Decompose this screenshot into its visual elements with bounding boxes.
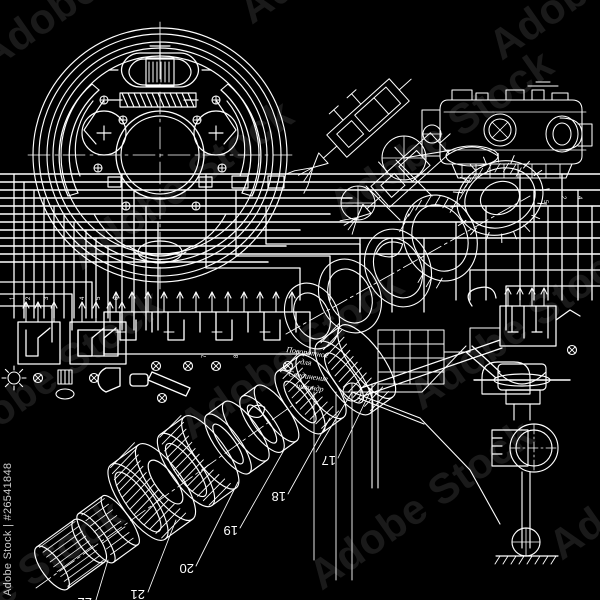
wiring-schematic-risers xyxy=(0,173,600,343)
master-cylinder-pedal xyxy=(313,345,571,581)
right-small-labels: 5 2 4 xyxy=(542,196,582,204)
svg-text:5: 5 xyxy=(542,200,548,204)
exploded-linkage xyxy=(286,78,453,235)
svg-text:1: 1 xyxy=(10,296,16,300)
svg-text:21: 21 xyxy=(131,587,145,600)
svg-text:для: для xyxy=(300,357,313,368)
svg-text:8: 8 xyxy=(234,354,240,358)
svg-text:2: 2 xyxy=(26,296,32,300)
svg-text:20: 20 xyxy=(180,561,194,576)
annotation-note: Поворотное для Соединение цилиндр xyxy=(285,345,330,394)
grid-panel xyxy=(342,327,503,402)
svg-text:17: 17 xyxy=(322,453,336,468)
callout-18: 18 xyxy=(272,489,286,504)
svg-text:2: 2 xyxy=(560,196,566,200)
gearbox-housing-view xyxy=(421,81,593,179)
svg-text:22: 22 xyxy=(78,595,92,600)
callout-leaders xyxy=(95,387,373,600)
adobe-stock-id-label: Adobe Stock | #26541848 xyxy=(2,462,14,596)
callout-17: 17 xyxy=(322,453,336,468)
exploded-gear-shaft xyxy=(34,323,397,591)
svg-text:19: 19 xyxy=(224,523,238,538)
callout-20: 20 xyxy=(180,561,194,576)
svg-text:7: 7 xyxy=(202,354,208,358)
callout-22: 22 xyxy=(78,595,92,600)
svg-text:цилиндр: цилиндр xyxy=(296,381,325,394)
svg-text:6: 6 xyxy=(114,296,120,300)
schematic-block-right xyxy=(467,286,581,356)
bevel-gear-cluster xyxy=(283,152,550,350)
callout-19: 19 xyxy=(224,523,238,538)
wiring-schematic xyxy=(0,173,600,263)
terminal-strip xyxy=(97,291,311,404)
svg-text:4: 4 xyxy=(576,196,582,200)
svg-text:18: 18 xyxy=(272,489,286,504)
svg-text:4: 4 xyxy=(80,296,86,300)
svg-text:3: 3 xyxy=(44,296,50,300)
schematic-small-labels: 1 2 3 4 5 6 7 8 xyxy=(10,296,240,358)
svg-text:Соединение: Соединение xyxy=(288,369,329,384)
callout-21: 21 xyxy=(131,587,145,600)
svg-text:5: 5 xyxy=(96,296,102,300)
